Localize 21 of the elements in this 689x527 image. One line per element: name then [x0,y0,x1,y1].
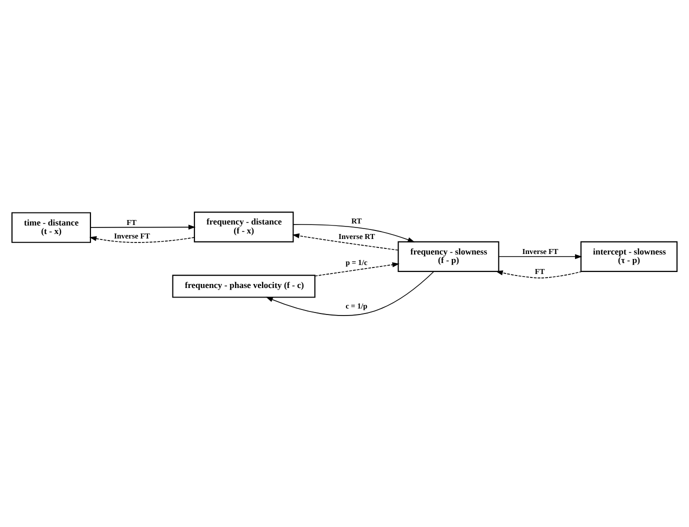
arrow [89,236,195,242]
arrow [266,270,434,316]
node-box: time - distance (t - x) [11,212,91,242]
arrow [292,224,415,242]
edge-label: RT [351,216,362,225]
arrow [90,224,196,230]
edge-label: FT [534,266,545,276]
arrow [314,262,400,276]
edge-label: p = 1/c [346,257,368,266]
edge-label: Inverse FT [114,231,150,240]
node-box: intercept - slowness (τ - p) [580,240,678,272]
edge-label: Inverse FT [522,246,558,256]
edge-label: Inverse RT [338,232,376,241]
edge-label: FT [126,217,136,226]
node-box: frequency - slowness (f - p) [398,240,500,272]
node-box: frequency - phase velocity (f - c) [172,274,316,298]
node-box: frequency - distance (f - x) [194,211,294,242]
arrow [498,254,582,259]
arrow [496,270,582,278]
arrow [292,232,398,250]
edge-label: c = 1/p [346,300,368,310]
